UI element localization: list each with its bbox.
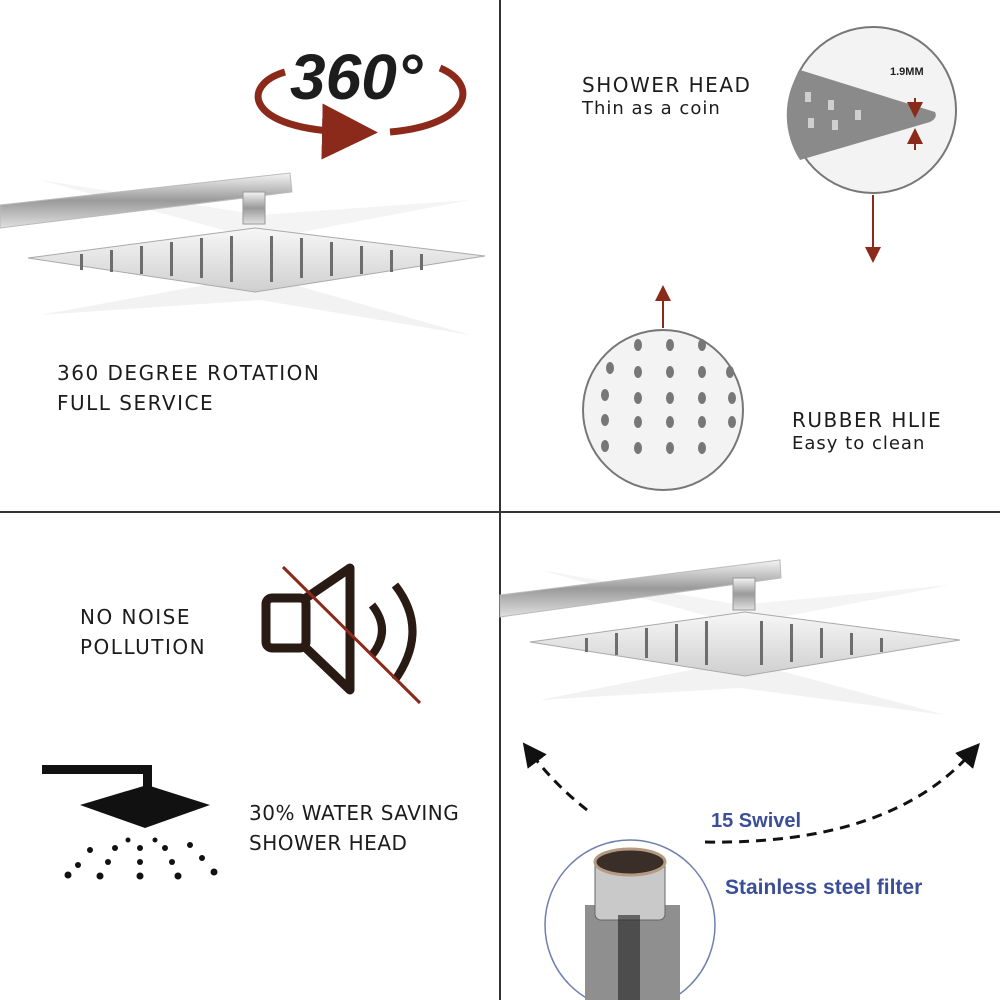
- shower-icon: [42, 765, 218, 880]
- swivel-arrow-icon: [522, 742, 980, 844]
- noise-line1: NO NOISE: [80, 605, 191, 629]
- swivel-label: 15 Swivel: [711, 810, 802, 832]
- thickness-detail-circle: [786, 26, 957, 194]
- shower-head-subtitle: Thin as a coin: [582, 98, 721, 119]
- rotation-line1: 360 DEGREE ROTATION: [57, 361, 321, 385]
- noise-line2: POLLUTION: [80, 635, 207, 659]
- nozzle-detail-circle: [582, 329, 744, 491]
- rotation-arrow-icon: [254, 64, 467, 160]
- muted-speaker-icon: [261, 563, 422, 705]
- shower-head-image-swivel: [499, 559, 961, 715]
- filter-detail-circle: [544, 839, 716, 1000]
- thickness-label: 1.9MM: [890, 66, 924, 78]
- rotation-badge: 360°: [290, 41, 423, 113]
- nozzle-subtitle: Easy to clean: [792, 433, 926, 454]
- shower-head-title: SHOWER HEAD: [582, 73, 752, 97]
- nozzle-title: RUBBER HLIE: [792, 408, 943, 432]
- shower-head-image-rotating: [0, 172, 486, 335]
- filter-label: Stainless steel filter: [725, 876, 923, 899]
- water-line2: SHOWER HEAD: [249, 831, 408, 855]
- rotation-line2: FULL SERVICE: [57, 391, 215, 415]
- water-line1: 30% WATER SAVING: [249, 801, 460, 825]
